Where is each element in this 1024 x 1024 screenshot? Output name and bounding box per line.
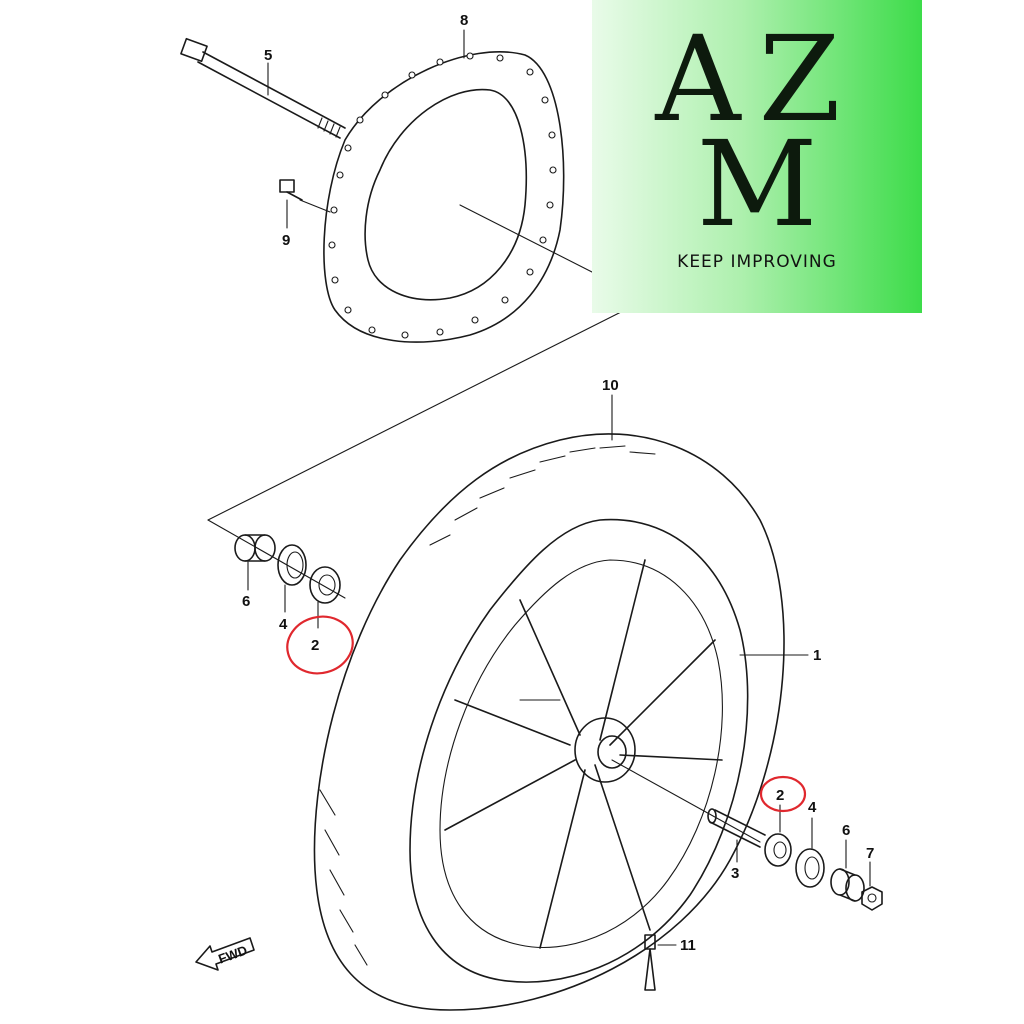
spacer-right	[830, 868, 865, 902]
disc-holes	[328, 52, 557, 339]
label-part-9: 9	[282, 232, 290, 249]
wheel-spokes	[444, 559, 723, 949]
label-part-5: 5	[264, 47, 272, 64]
logo-letter-bottom: M	[696, 115, 818, 253]
label-part-6-left: 6	[242, 593, 250, 610]
label-part-6-right: 6	[842, 822, 850, 839]
right-side-parts	[707, 808, 883, 911]
label-part-1: 1	[813, 647, 821, 664]
bearing-right	[764, 833, 792, 867]
label-part-2-left: 2	[311, 637, 319, 654]
wheel-assembly	[313, 433, 785, 1011]
highlight-circle-right	[759, 775, 807, 813]
wheel-hub	[574, 717, 636, 783]
bearing-left	[309, 566, 341, 604]
label-part-4-right: 4	[808, 799, 817, 816]
tire-valve	[644, 934, 656, 991]
label-part-7: 7	[866, 845, 874, 862]
azm-logo-watermark: AZ M KEEP IMPROVING	[592, 0, 922, 313]
fwd-label: FWD	[216, 942, 249, 966]
logo-letters-top: AZ	[655, 10, 859, 148]
brake-disc	[323, 51, 593, 343]
axle-bolt	[180, 37, 346, 139]
leader-lines	[247, 29, 871, 946]
oil-seal-right	[795, 848, 825, 888]
axle-nut	[861, 886, 883, 911]
assembly-guide-lines	[207, 309, 761, 843]
highlight-circle-left	[286, 615, 354, 675]
highlight-marks	[286, 615, 807, 813]
tire-tread	[319, 445, 656, 966]
label-part-3: 3	[731, 865, 739, 882]
label-part-2-right: 2	[776, 787, 784, 804]
part-labels: 5 8 9 10 1 6 4 2 3 2 4 6 7 11	[242, 12, 874, 954]
label-part-8: 8	[460, 12, 468, 29]
axle-shaft	[707, 808, 766, 848]
disc-bolt	[279, 179, 331, 213]
left-side-parts	[234, 534, 341, 604]
logo-tagline: KEEP IMPROVING	[677, 252, 837, 272]
label-part-11: 11	[680, 937, 696, 954]
label-part-4-left: 4	[279, 616, 288, 633]
label-part-10: 10	[602, 377, 619, 394]
fwd-arrow: FWD	[195, 937, 255, 971]
spacer-left	[234, 534, 276, 562]
oil-seal-left	[277, 544, 307, 586]
